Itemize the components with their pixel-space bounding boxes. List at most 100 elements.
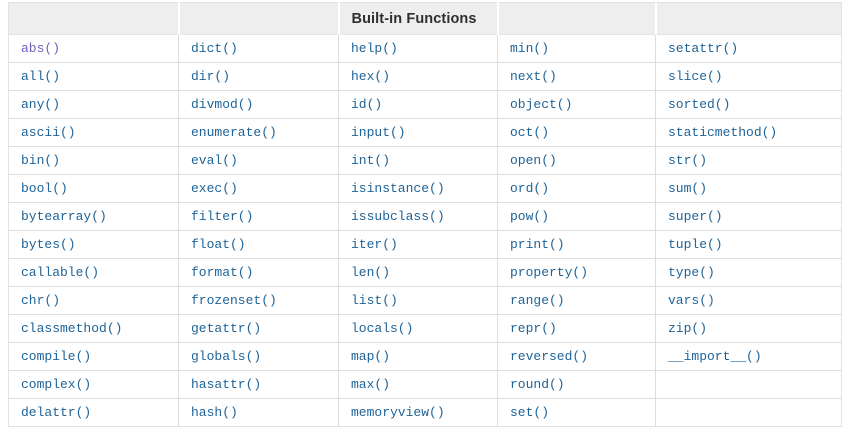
function-link[interactable]: print() — [510, 237, 565, 252]
function-link[interactable]: locals() — [351, 321, 414, 336]
function-link[interactable]: isinstance() — [351, 181, 445, 196]
function-link[interactable]: enumerate() — [191, 125, 277, 140]
function-link[interactable]: bool() — [21, 181, 68, 196]
table-cell: min() — [497, 34, 656, 63]
function-link[interactable]: hasattr() — [191, 377, 262, 392]
function-link[interactable]: divmod() — [191, 97, 254, 112]
function-link[interactable]: sum() — [668, 181, 708, 196]
function-link[interactable]: oct() — [510, 125, 550, 140]
table-cell: hasattr() — [178, 370, 339, 399]
function-link[interactable]: memoryview() — [351, 405, 445, 420]
function-link[interactable]: max() — [351, 377, 391, 392]
function-link[interactable]: chr() — [21, 293, 61, 308]
function-link[interactable]: classmethod() — [21, 321, 123, 336]
table-cell: repr() — [497, 314, 656, 343]
function-link[interactable]: hash() — [191, 405, 238, 420]
function-link[interactable]: bin() — [21, 153, 61, 168]
function-link[interactable]: range() — [510, 293, 565, 308]
function-link[interactable]: tuple() — [668, 237, 723, 252]
table-row: classmethod() getattr() locals() repr() zip(… — [8, 314, 842, 343]
function-link[interactable]: issubclass() — [351, 209, 445, 224]
function-link[interactable]: hex() — [351, 69, 391, 84]
function-link[interactable]: float() — [191, 237, 246, 252]
table-cell: round() — [497, 370, 656, 399]
table-cell: staticmethod() — [655, 118, 842, 147]
table-cell: bytes() — [8, 230, 179, 259]
table-cell: ord() — [497, 174, 656, 203]
function-link[interactable]: bytes() — [21, 237, 76, 252]
function-link[interactable]: iter() — [351, 237, 398, 252]
table-cell: locals() — [338, 314, 498, 343]
table-row: complex() hasattr() max() round() — [8, 370, 842, 399]
function-link[interactable]: dir() — [191, 69, 231, 84]
function-link[interactable]: min() — [510, 41, 550, 56]
function-link[interactable]: ord() — [510, 181, 550, 196]
function-link[interactable]: staticmethod() — [668, 125, 778, 140]
function-link[interactable]: bytearray() — [21, 209, 107, 224]
function-link[interactable]: round() — [510, 377, 565, 392]
table-cell: enumerate() — [178, 118, 339, 147]
function-link[interactable]: len() — [351, 265, 391, 280]
table-cell: set() — [497, 398, 656, 427]
function-link[interactable]: repr() — [510, 321, 557, 336]
function-link[interactable]: delattr() — [21, 405, 92, 420]
function-link[interactable]: eval() — [191, 153, 238, 168]
function-link[interactable]: any() — [21, 97, 61, 112]
table-cell: list() — [338, 286, 498, 315]
table-cell: str() — [655, 146, 842, 175]
function-link[interactable]: globals() — [191, 349, 262, 364]
function-link[interactable]: next() — [510, 69, 557, 84]
table-cell: memoryview() — [338, 398, 498, 427]
function-link[interactable]: set() — [510, 405, 550, 420]
function-link[interactable]: property() — [510, 265, 589, 280]
table-cell: getattr() — [178, 314, 339, 343]
table-cell: filter() — [178, 202, 339, 231]
function-link[interactable]: frozenset() — [191, 293, 277, 308]
function-link[interactable]: zip() — [668, 321, 708, 336]
table-cell: len() — [338, 258, 498, 287]
function-link[interactable]: all() — [21, 69, 61, 84]
function-link[interactable]: list() — [351, 293, 398, 308]
function-link[interactable]: object() — [510, 97, 573, 112]
table-cell: format() — [178, 258, 339, 287]
function-link[interactable]: format() — [191, 265, 254, 280]
table-cell: sum() — [655, 174, 842, 203]
function-link[interactable]: slice() — [668, 69, 723, 84]
table-row: bool() exec() isinstance() ord() sum() — [8, 174, 842, 203]
table-cell: input() — [338, 118, 498, 147]
function-link[interactable]: help() — [351, 41, 398, 56]
function-link[interactable]: setattr() — [668, 41, 739, 56]
table-cell: map() — [338, 342, 498, 371]
function-link[interactable]: getattr() — [191, 321, 262, 336]
function-link[interactable]: dict() — [191, 41, 238, 56]
function-link[interactable]: ascii() — [21, 125, 76, 140]
table-cell: bytearray() — [8, 202, 179, 231]
function-link[interactable]: type() — [668, 265, 715, 280]
function-link[interactable]: __import__() — [668, 349, 762, 364]
function-link[interactable]: vars() — [668, 293, 715, 308]
function-link[interactable]: super() — [668, 209, 723, 224]
table-cell: type() — [655, 258, 842, 287]
function-link[interactable]: str() — [668, 153, 708, 168]
function-link[interactable]: int() — [351, 153, 391, 168]
table-cell: any() — [8, 90, 179, 119]
function-link[interactable]: input() — [351, 125, 406, 140]
table-cell: print() — [497, 230, 656, 259]
table-cell: sorted() — [655, 90, 842, 119]
function-link[interactable]: open() — [510, 153, 557, 168]
function-link[interactable]: sorted() — [668, 97, 731, 112]
table-cell: int() — [338, 146, 498, 175]
function-link[interactable]: filter() — [191, 209, 254, 224]
function-link[interactable]: compile() — [21, 349, 92, 364]
function-link[interactable]: callable() — [21, 265, 100, 280]
function-link[interactable]: exec() — [191, 181, 238, 196]
function-link[interactable]: map() — [351, 349, 391, 364]
table-cell: isinstance() — [338, 174, 498, 203]
function-link[interactable]: id() — [351, 97, 383, 112]
function-link[interactable]: reversed() — [510, 349, 589, 364]
function-link[interactable]: pow() — [510, 209, 550, 224]
function-link[interactable]: complex() — [21, 377, 92, 392]
table-cell: delattr() — [8, 398, 179, 427]
table-cell: complex() — [8, 370, 179, 399]
function-link[interactable]: abs() — [21, 41, 61, 56]
